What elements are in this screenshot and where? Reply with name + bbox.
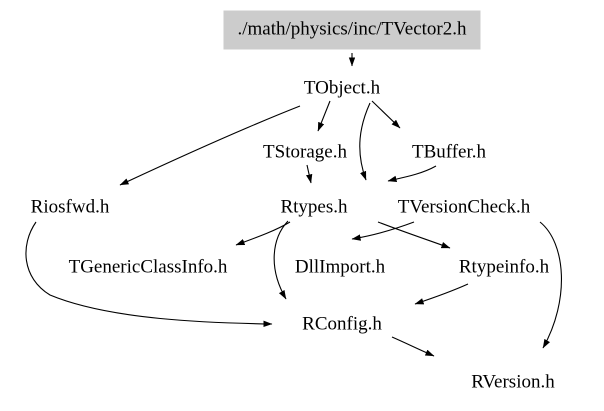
edge-rconfig-to-rversion: [391, 336, 435, 357]
edge-riosfwd-to-rconfig: [25, 221, 273, 328]
edge-rtypes-to-rtypeinfo: [377, 221, 451, 249]
node-rconfig[interactable]: RConfig.h: [302, 313, 382, 335]
edge-tstorage-to-rtypes: [306, 164, 313, 184]
node-tbuffer[interactable]: TBuffer.h: [411, 141, 487, 163]
node-rversion[interactable]: RVersion.h: [471, 371, 555, 393]
edge-rtypeinfo-to-rconfig: [414, 283, 469, 305]
edge-tobject-to-tstorage: [317, 100, 331, 132]
edge-tobject-to-tbuffer: [371, 100, 401, 129]
node-riosfwd[interactable]: Riosfwd.h: [30, 196, 110, 218]
edge-rtypes-to-tgenericclassinfo: [235, 221, 291, 246]
node-tversioncheck[interactable]: TVersionCheck.h: [397, 196, 531, 218]
edge-tobject-to-tversioncheck: [359, 102, 371, 181]
node-tstorage[interactable]: TStorage.h: [263, 141, 347, 163]
edge-tversioncheck-to-rtypes: [351, 221, 415, 241]
node-tobject[interactable]: TObject.h: [303, 77, 381, 99]
edge-rtypes-to-rconfig: [273, 220, 289, 300]
node-rtypes[interactable]: Rtypes.h: [280, 196, 348, 218]
edge-tversioncheck-to-rversion: [539, 221, 563, 349]
node-rtypeinfo[interactable]: Rtypeinfo.h: [458, 256, 550, 278]
node-tgenericclassinfo[interactable]: TGenericClassInfo.h: [68, 256, 228, 278]
node-dllimport[interactable]: DllImport.h: [294, 256, 386, 278]
edge-tbuffer-to-tversioncheck: [387, 165, 437, 183]
node-root[interactable]: ./math/physics/inc/TVector2.h: [223, 10, 481, 50]
edge-tobject-to-riosfwd: [119, 105, 301, 186]
